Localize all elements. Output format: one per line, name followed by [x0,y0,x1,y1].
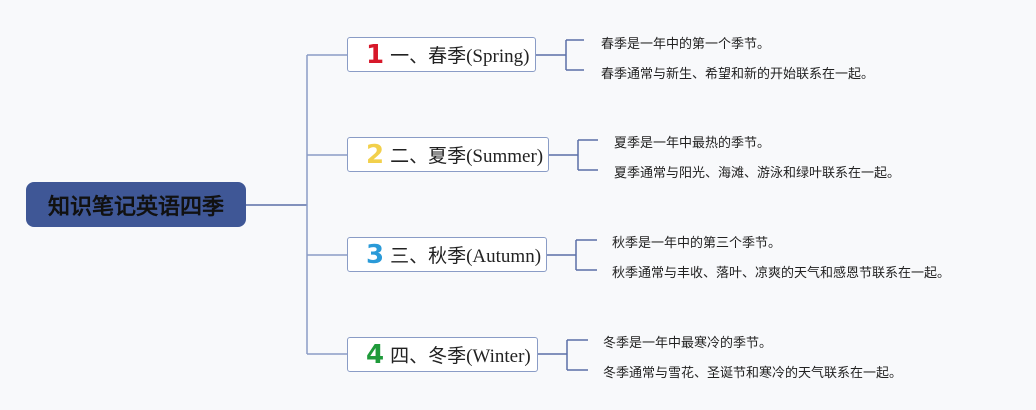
number-2-icon: 2 [366,139,385,170]
leaf-node[interactable]: 冬季通常与雪花、圣诞节和寒冷的天气联系在一起。 [603,366,903,381]
autumn-bracket [547,239,597,271]
branch-label: 二、夏季(Summer) [390,146,544,167]
branch-label: 一、春季(Spring) [390,46,530,67]
leaf-node[interactable]: 秋季通常与丰收、落叶、凉爽的天气和感恩节联系在一起。 [612,266,951,281]
branch-connectors [307,54,347,355]
branch-autumn[interactable]: 3 三、秋季(Autumn) [347,237,547,272]
branch-label: 四、冬季(Winter) [390,346,531,367]
branch-summer[interactable]: 2 二、夏季(Summer) [347,137,549,172]
root-label: 知识笔记英语四季 [47,194,224,220]
branch-winter[interactable]: 4 四、冬季(Winter) [347,337,538,372]
branch-spring[interactable]: 1 一、春季(Spring) [347,37,536,72]
number-4-icon: 4 [366,339,385,370]
leaf-node[interactable]: 秋季是一年中的第三个季节。 [612,236,782,251]
leaf-node[interactable]: 夏季是一年中最热的季节。 [614,136,771,151]
leaf-node[interactable]: 冬季是一年中最寒冷的季节。 [603,336,773,351]
number-3-icon: 3 [366,239,385,270]
branch-label: 三、秋季(Autumn) [390,246,542,267]
root-node[interactable]: 知识笔记英语四季 [26,182,246,227]
winter-bracket [538,339,588,371]
leaf-node[interactable]: 春季通常与新生、希望和新的开始联系在一起。 [601,67,875,82]
leaf-node[interactable]: 春季是一年中的第一个季节。 [601,37,771,52]
leaf-node[interactable]: 夏季通常与阳光、海滩、游泳和绿叶联系在一起。 [614,166,901,181]
spring-bracket [536,39,584,71]
number-1-icon: 1 [366,39,385,70]
summer-bracket [549,139,598,171]
